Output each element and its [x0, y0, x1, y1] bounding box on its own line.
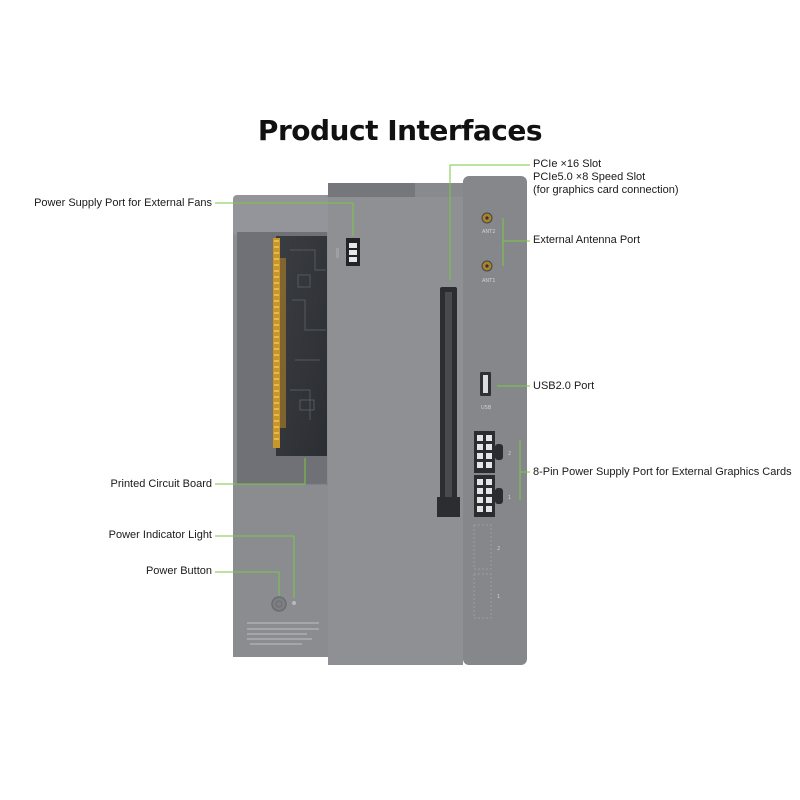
pcb-traces: [290, 249, 326, 420]
port-1-lower-marking: 1: [497, 594, 500, 600]
page-title: Product Interfaces: [257, 114, 543, 147]
power-button-shape: [271, 596, 287, 612]
callout-lines: [215, 164, 530, 598]
power-button-label: Power Button: [145, 565, 212, 577]
lower-panel: [233, 484, 328, 657]
usb-marking: USB: [481, 405, 492, 411]
usb-port-label: USB2.0 Port: [533, 380, 595, 392]
fan-power-port-label: Power Supply Port for External Fans: [34, 197, 212, 209]
pcie-slot-label-line3: (for graphics card connection): [533, 184, 679, 196]
chassis-top-left: [233, 195, 328, 235]
ant1-marking: ANT1: [482, 278, 495, 284]
pcie-slot-label: PCIe ×16 Slot PCIe5.0 ×8 Speed Slot (for…: [533, 158, 679, 197]
pcb-label: Printed Circuit Board: [110, 478, 213, 490]
ant2-marking: ANT2: [482, 229, 495, 235]
port-2-lower-marking: 2: [497, 546, 500, 552]
gpu-power-port-label: 8-Pin Power Supply Port for External Gra…: [533, 466, 792, 478]
gold-edge-connector: [273, 238, 286, 448]
port-2-marking: 2: [508, 451, 511, 457]
chassis-right: [463, 176, 527, 665]
pcie-slot-label-line2: PCIe5.0 ×8 Speed Slot: [533, 171, 646, 183]
gpu-power-port-top-shape: [474, 431, 503, 473]
port-1-marking: 1: [508, 495, 511, 501]
pcie-slot-label-line1: PCIe ×16 Slot: [533, 158, 602, 170]
antenna-port-label: External Antenna Port: [533, 234, 641, 246]
gpu-power-port-bottom-shape: [474, 475, 503, 517]
power-indicator-light-label: Power Indicator Light: [108, 529, 212, 541]
power-indicator-light-shape: [292, 601, 296, 605]
